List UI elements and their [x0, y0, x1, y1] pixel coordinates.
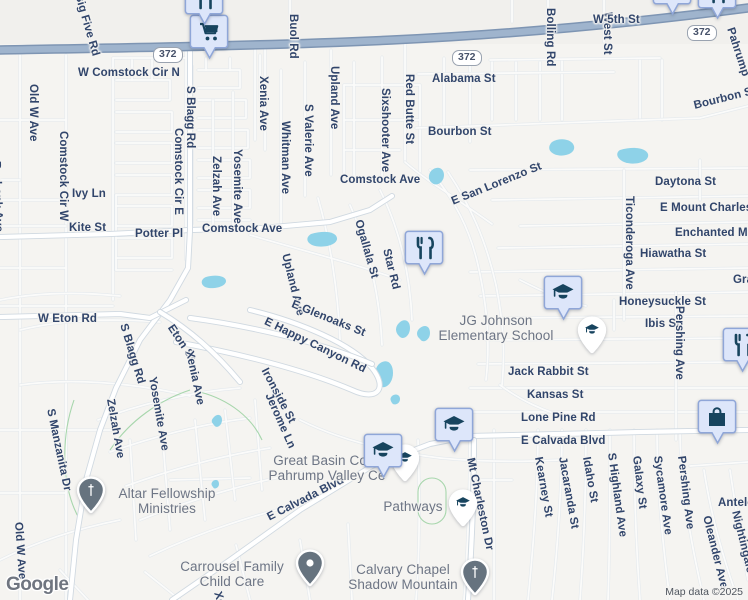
marker-restaurant-center[interactable]	[404, 230, 444, 276]
school-icon	[443, 416, 465, 431]
marker-restaurant-top[interactable]	[184, 0, 224, 26]
school-icon	[372, 442, 394, 457]
restaurant-icon	[416, 236, 435, 260]
marker-restaurant-top-right[interactable]	[697, 0, 737, 20]
dot-church-altar[interactable]	[75, 476, 107, 514]
school-icon	[552, 284, 574, 299]
shopping-bag-icon	[709, 407, 725, 426]
marker-school-great-basin[interactable]	[363, 433, 403, 479]
marker-restaurant-right[interactable]	[722, 327, 748, 373]
highway-shield-372: 372	[153, 47, 183, 63]
dot-church-calvary[interactable]	[459, 558, 491, 596]
school-icon	[585, 324, 599, 334]
marker-shopping-right[interactable]	[697, 399, 737, 445]
church-icon	[472, 566, 478, 578]
dot-school-pathways[interactable]	[447, 489, 479, 527]
marker-grocery-top[interactable]	[189, 14, 229, 60]
map-attribution: Map data ©2025	[663, 586, 745, 598]
dot-school-jg-johnson[interactable]	[576, 316, 608, 354]
marker-generic-top-right[interactable]	[652, 0, 692, 16]
restaurant-icon	[734, 333, 748, 357]
shopping-cart-icon	[200, 22, 219, 41]
school-icon	[456, 497, 470, 507]
highway-shield-372: 372	[452, 50, 482, 66]
marker-school-jg-johnson[interactable]	[543, 275, 583, 321]
highway-shield-372: 372	[687, 25, 717, 41]
dot-generic-carrousel[interactable]	[294, 549, 326, 587]
circle-icon	[306, 559, 314, 567]
google-logo[interactable]: Google	[6, 574, 69, 595]
church-icon	[88, 484, 94, 496]
marker-school-pathways[interactable]	[434, 407, 474, 453]
